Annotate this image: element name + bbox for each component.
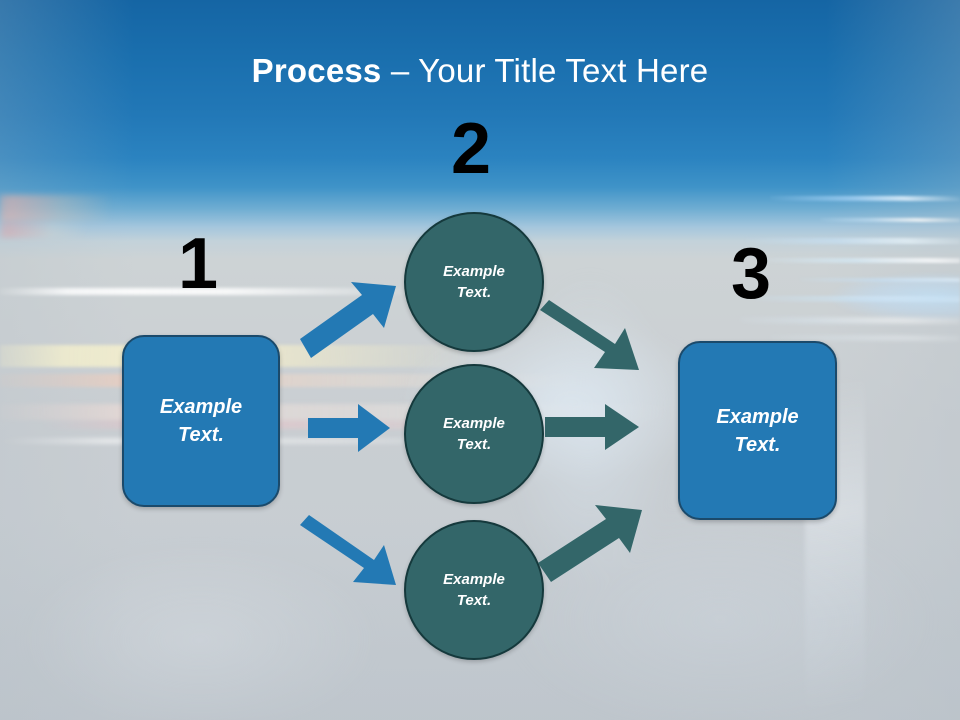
process-box-left-line2: Text. [178,424,224,446]
process-circle-middle-line2: Text. [456,436,492,453]
process-box-left-line1: Example [159,396,243,418]
process-circle-bottom-line2: Text. [456,592,492,609]
process-circle-top-line1: Example [443,263,505,280]
process-circle-bottom-line1: Example [443,571,505,588]
process-circle-top-label: Example Text. [443,261,505,303]
process-circle-middle-label: Example Text. [443,413,505,455]
slide-title-rest: – Your Title Text Here [381,52,709,89]
process-box-right-line1: Example [716,405,799,428]
right-arrow-icon-blue [308,404,390,452]
process-circle-bottom[interactable]: Example Text. [404,520,544,660]
process-circle-middle-line1: Example [443,415,505,432]
process-circle-top-line2: Text. [456,284,492,301]
up-right-arrow-icon-teal [538,505,646,583]
process-circle-middle[interactable]: Example Text. [404,364,544,504]
up-right-arrow-icon-blue [300,282,400,362]
process-box-right[interactable]: Example Text. [678,341,837,520]
slide-title-strong: Process [251,52,382,89]
slide-title: Process – Your Title Text Here [0,50,960,92]
down-right-arrow-icon-blue [300,505,400,585]
step-number-1: 1 [177,224,219,304]
process-box-left-label: Example Text. [160,393,242,449]
process-box-right-line2: Text. [734,433,781,456]
process-box-left[interactable]: Example Text. [122,335,280,507]
down-right-arrow-icon-teal [540,292,645,372]
process-box-right-label: Example Text. [716,403,798,459]
process-circle-top[interactable]: Example Text. [404,212,544,352]
right-arrow-icon-teal [545,404,639,450]
step-number-3: 3 [730,234,772,314]
process-circle-bottom-label: Example Text. [443,569,505,611]
step-number-2: 2 [450,109,492,189]
